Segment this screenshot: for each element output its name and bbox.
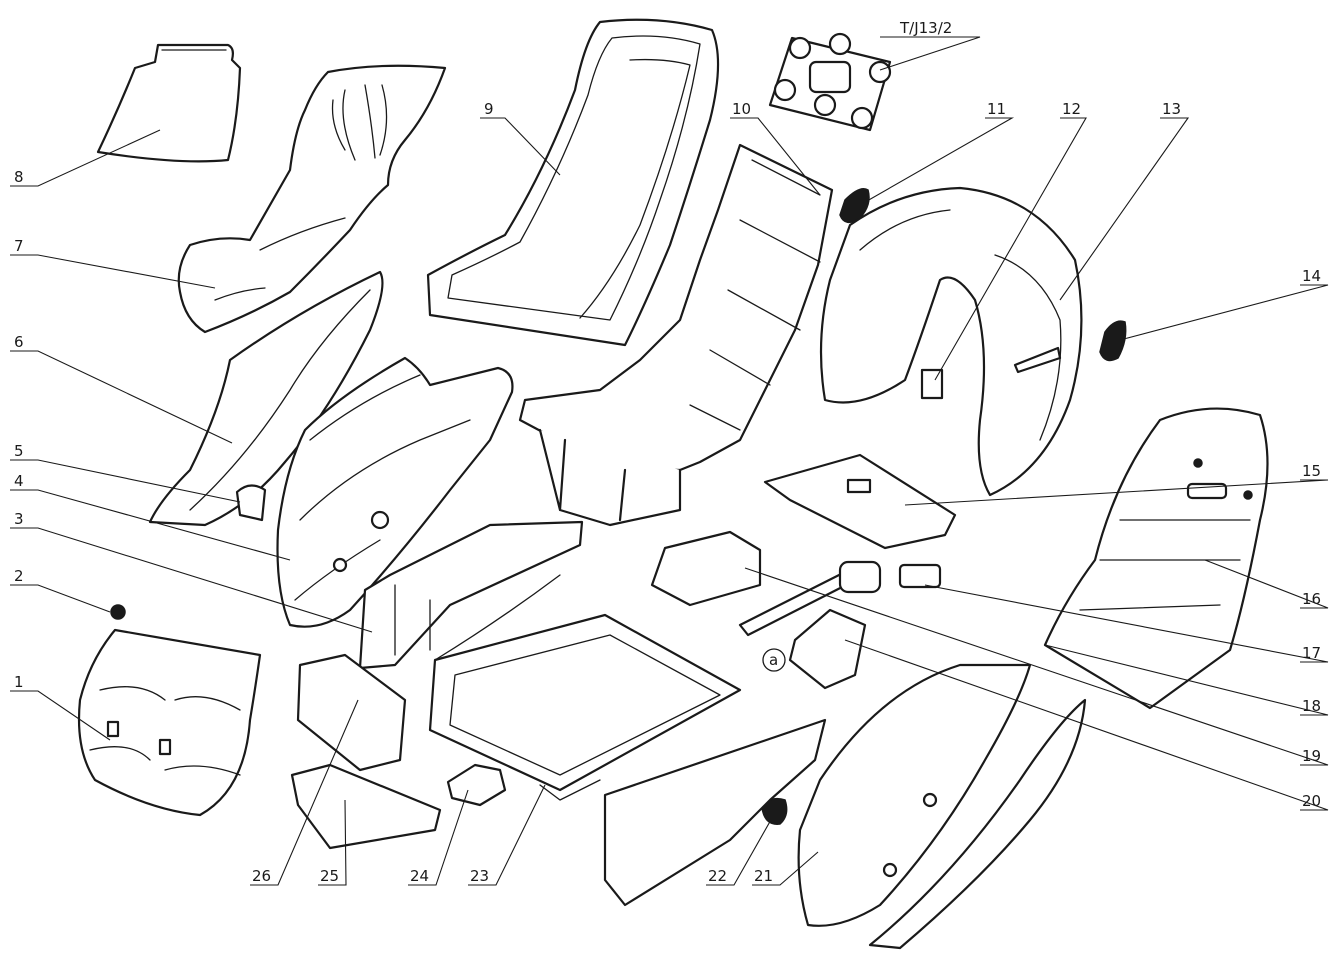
- callout-tj13: T/J13/2: [899, 19, 952, 37]
- part-17-connector: [898, 563, 942, 589]
- callout-21: 21: [754, 867, 773, 885]
- callout-11: 11: [987, 100, 1006, 118]
- part-2-cap: [110, 604, 126, 620]
- part-tj13-massage-mechanism: [768, 32, 892, 132]
- callout-5: 5: [14, 442, 24, 460]
- part-25-tray: [290, 763, 442, 850]
- callout-19: 19: [1302, 747, 1321, 765]
- part-3-panel: [358, 520, 584, 670]
- part-14-knob: [1099, 320, 1127, 362]
- part-16-leg-rest-shell: [1043, 407, 1269, 710]
- callout-23: 23: [470, 867, 489, 885]
- callout-15: 15: [1302, 462, 1321, 480]
- part-8-cushion-pad: [96, 43, 242, 163]
- callout-13: 13: [1162, 100, 1181, 118]
- callout-1: 1: [14, 673, 24, 691]
- callout-a: a: [769, 651, 778, 669]
- part-7-back-cover: [177, 64, 447, 334]
- part-10-main-frame: [518, 143, 834, 527]
- part-11-knob: [839, 188, 870, 224]
- leader-lines: [10, 36, 1329, 886]
- callout-12: 12: [1062, 100, 1081, 118]
- part-9-back-shell: [426, 18, 720, 347]
- callout-16: 16: [1302, 590, 1321, 608]
- part-21-side-panel: [603, 663, 1087, 950]
- part-5-bracket: [235, 484, 267, 522]
- part-15-cover-plate: [763, 453, 957, 550]
- part-23-base-frame: [428, 574, 742, 801]
- callout-4: 4: [14, 472, 24, 490]
- callout-25: 25: [320, 867, 339, 885]
- callout-18: 18: [1302, 697, 1321, 715]
- part-12-13-shoulder-shell: [819, 186, 1083, 497]
- callout-9: 9: [484, 100, 494, 118]
- part-6-side-panel: [148, 270, 384, 527]
- callout-14: 14: [1302, 267, 1321, 285]
- part-4-arm-frame: [276, 356, 514, 628]
- part-19-controller: [650, 530, 762, 607]
- callout-10: 10: [732, 100, 751, 118]
- callout-7: 7: [14, 237, 24, 255]
- part-20-motor-unit: [788, 608, 867, 690]
- callout-6: 6: [14, 333, 24, 351]
- callout-26: 26: [252, 867, 271, 885]
- callout-labels: 8 7 6 5 4 3 2 1 9 10 11 12 13 14 15 16 1…: [14, 19, 1321, 885]
- callout-17: 17: [1302, 644, 1321, 662]
- callout-3: 3: [14, 510, 24, 528]
- callout-24: 24: [410, 867, 429, 885]
- callout-8: 8: [14, 168, 24, 186]
- callout-20: 20: [1302, 792, 1321, 810]
- part-24-hinge: [446, 763, 507, 807]
- part-1-foot-rest: [77, 628, 262, 817]
- part-26-bracket: [296, 653, 407, 772]
- callout-22: 22: [708, 867, 727, 885]
- callout-a-circle: [762, 648, 786, 672]
- callout-2: 2: [14, 567, 24, 585]
